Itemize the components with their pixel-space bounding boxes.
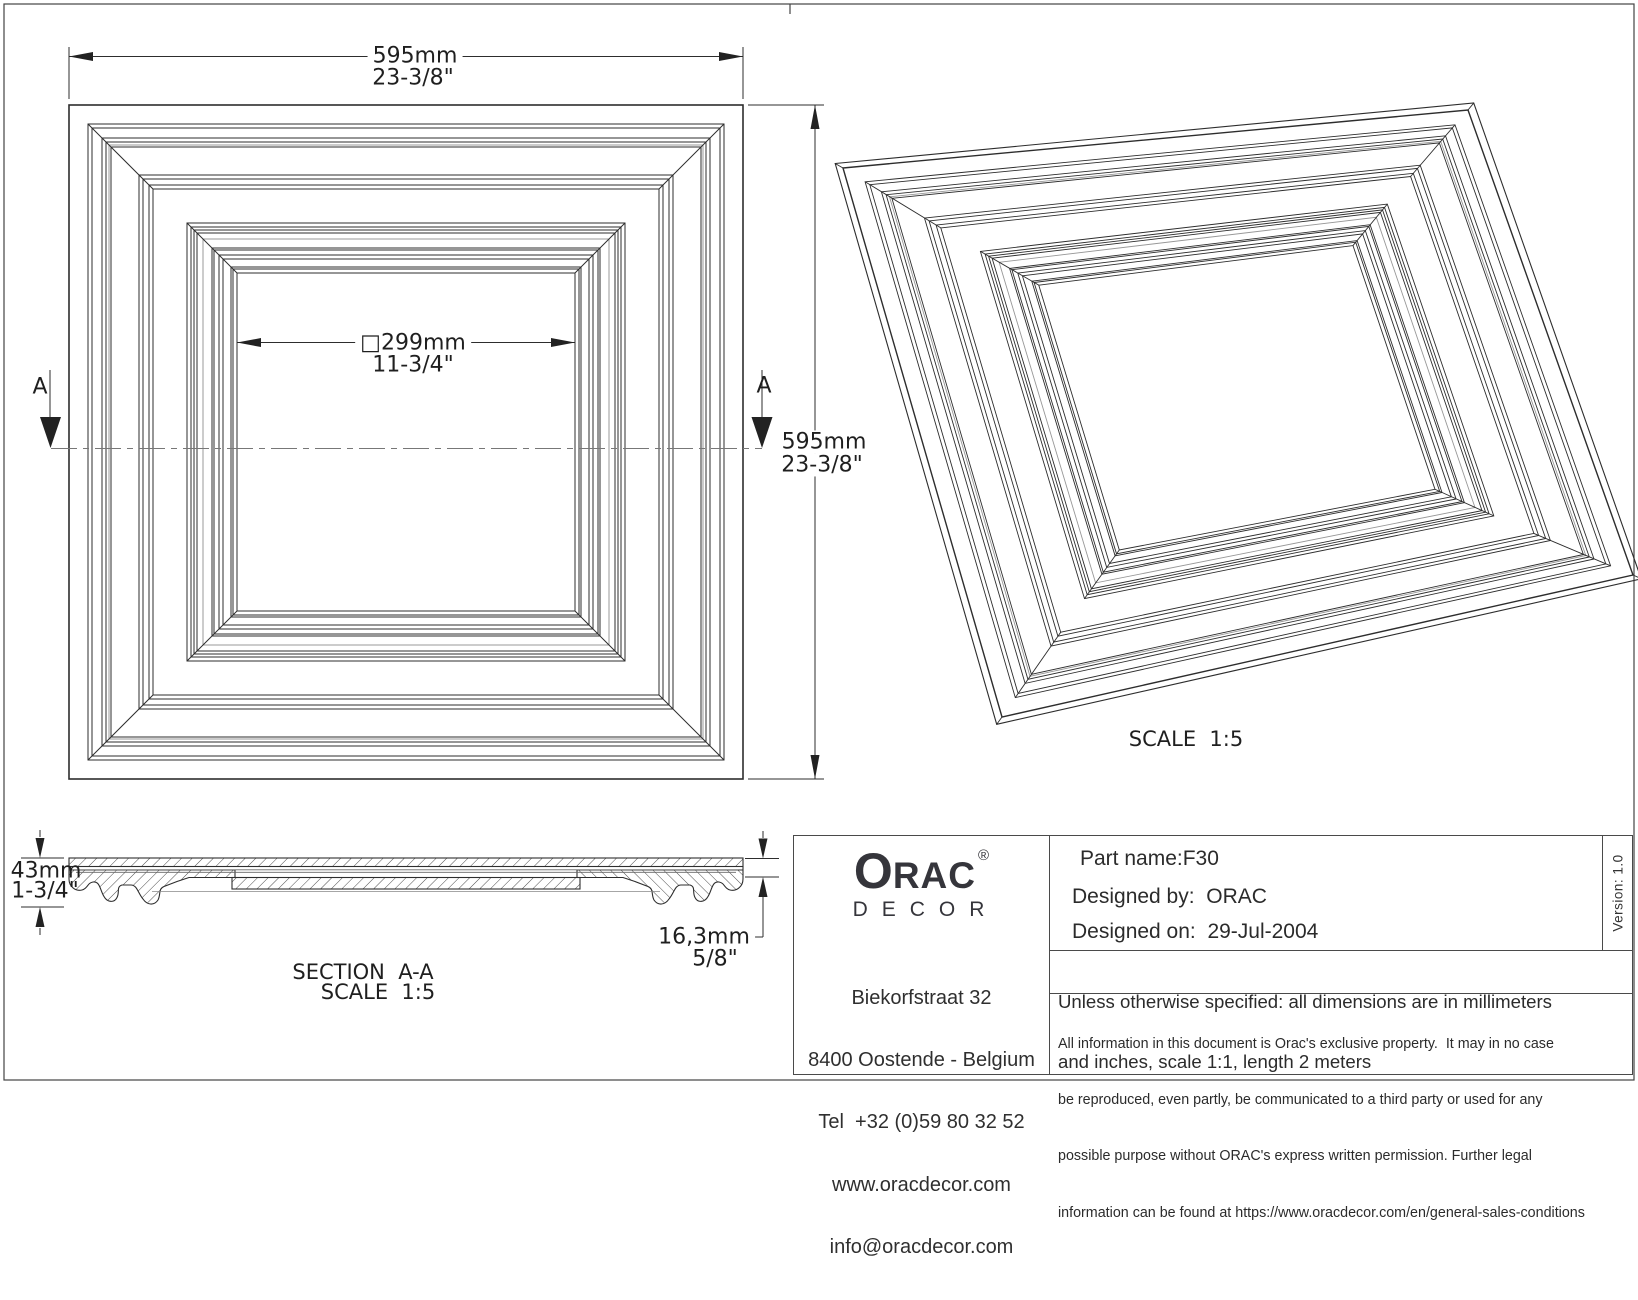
address-line: info@oracdecor.com <box>829 1236 1014 1259</box>
address-line: Biekorfstraat 32 <box>851 986 992 1009</box>
dim-width-mm: 595mm <box>367 44 463 68</box>
logo-wordmark: ORAC® <box>853 843 990 899</box>
version-label: Version: 1.0 <box>1610 854 1625 932</box>
legal-line: possible purpose without ORAC's express … <box>1058 1148 1532 1165</box>
designed-by-line: Designed by: ORAC <box>1072 885 1267 908</box>
legal-line: be reproduced, even partly, be communica… <box>1058 1091 1543 1108</box>
registered-mark-icon: ® <box>978 847 990 864</box>
front-view <box>40 104 773 780</box>
perspective-scale: SCALE 1:5 <box>1128 726 1244 751</box>
designed-on-line: Designed on: 29-Jul-2004 <box>1072 920 1319 943</box>
address-line: Tel +32 (0)59 80 32 52 <box>818 1111 1025 1134</box>
section-scale: SCALE 1:5 <box>320 979 436 1004</box>
spec-line: and inches, scale 1:1, length 2 meters <box>1058 1051 1372 1072</box>
dim-section-height-mm: 43mm <box>10 858 82 884</box>
orac-decor-logo: ORAC® DECOR <box>794 842 1049 922</box>
logo-subtitle: DECOR <box>852 898 999 921</box>
address-line: 8400 Oostende - Belgium <box>808 1048 1035 1071</box>
drawing-sheet: { "sheet": {"width": 1638, "height": 108… <box>3 3 1638 1258</box>
dimension-lines <box>68 47 824 780</box>
dim-inner-inch: 11-3/4" <box>372 352 454 378</box>
address-line: www.oracdecor.com <box>832 1173 1011 1196</box>
spec-line: Unless otherwise specified: all dimensio… <box>1058 991 1552 1012</box>
line-art-canvas <box>3 3 1638 1081</box>
section-marker-right: A <box>756 373 772 399</box>
dim-thickness-inch: 5/8" <box>692 946 738 972</box>
title-block-company-cell: ORAC® DECOR Biekorfstraat 32 8400 Oosten… <box>794 836 1050 1257</box>
title-block-info-cell: Part name:F30 Designed by: ORAC Designed… <box>1050 836 1632 1221</box>
part-name-line: Part name:F30 <box>1080 847 1219 870</box>
legal-line: information can be found at https://www.… <box>1058 1204 1585 1221</box>
sheet-frame <box>3 3 1635 1081</box>
perspective-view <box>834 102 1638 725</box>
part-info-row: Part name:F30 Designed by: ORAC Designed… <box>1050 836 1632 950</box>
title-block: ORAC® DECOR Biekorfstraat 32 8400 Oosten… <box>793 835 1633 1257</box>
legal-row: All information in this document is Orac… <box>1050 993 1632 1221</box>
section-marker-left: A <box>32 374 48 400</box>
dim-height-inch: 23-3/8" <box>776 453 868 477</box>
spec-row: Unless otherwise specified: all dimensio… <box>1050 950 1632 1072</box>
version-cell: Version: 1.0 <box>1602 836 1632 950</box>
company-address: Biekorfstraat 32 8400 Oostende - Belgium… <box>794 946 1049 1300</box>
dim-inner-mm: □299mm <box>355 331 471 355</box>
dim-width-inch: 23-3/8" <box>372 65 454 91</box>
dim-thickness-mm: 16,3mm <box>653 925 755 949</box>
dim-section-height-inch: 1-3/4" <box>11 878 79 904</box>
legal-line: All information in this document is Orac… <box>1058 1035 1554 1052</box>
section-view <box>21 830 779 938</box>
dim-height-mm: 595mm <box>776 430 872 454</box>
section-title: SECTION A-A <box>292 959 434 984</box>
